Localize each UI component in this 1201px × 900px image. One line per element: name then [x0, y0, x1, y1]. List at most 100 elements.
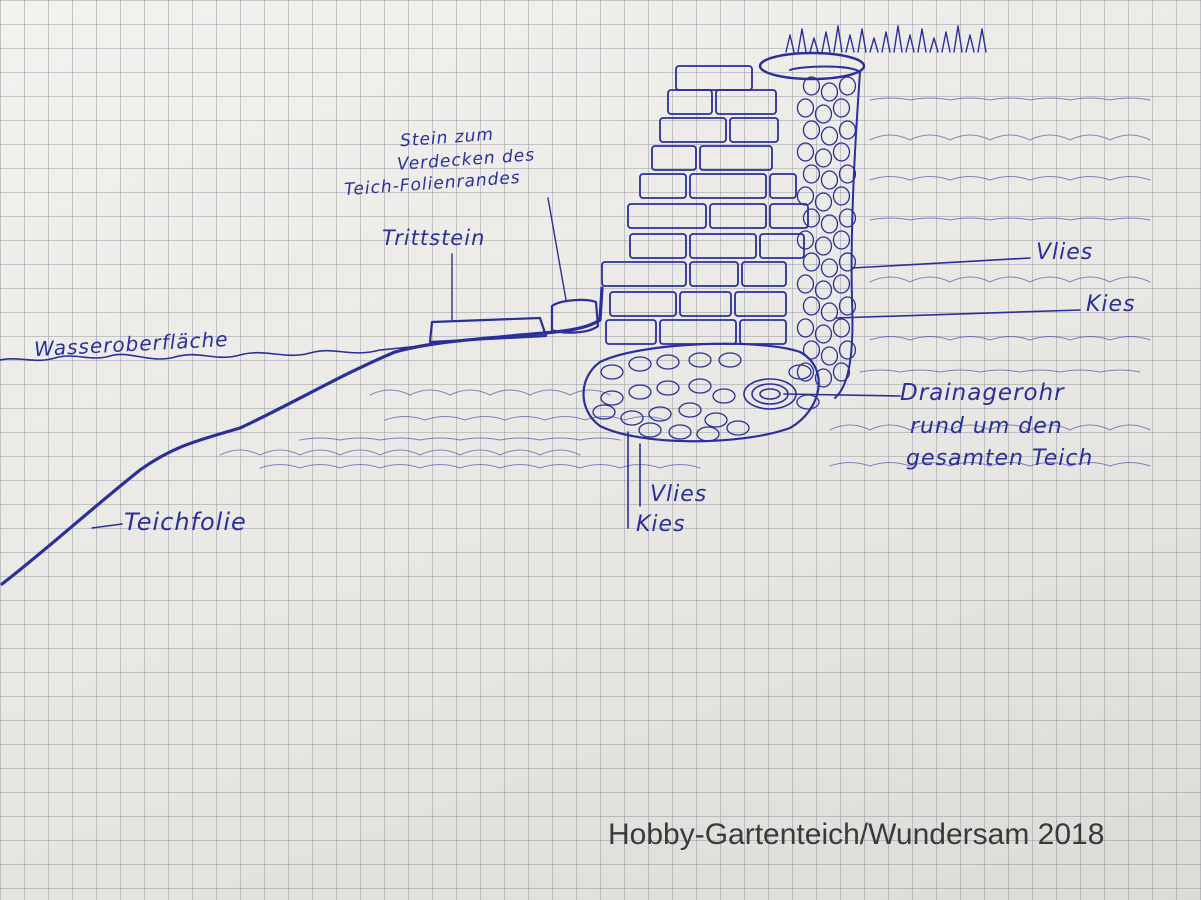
gravel-pebbles [796, 76, 857, 388]
pebble [796, 230, 815, 250]
wall-stone [689, 173, 767, 199]
pebble [796, 142, 815, 162]
grass-blade [917, 28, 927, 53]
grass-blade [881, 31, 891, 53]
hatch-stroke [259, 464, 701, 469]
pebble [814, 236, 833, 256]
pebble [832, 230, 851, 250]
pebble [838, 120, 857, 140]
pebble [832, 318, 851, 338]
wall-stone [675, 65, 753, 91]
grass-tuft [785, 25, 987, 53]
pebble [832, 274, 851, 294]
drainage-bed-pebbles [592, 352, 820, 442]
bed-pebble [620, 410, 644, 426]
bed-pebble [726, 420, 750, 436]
pond-liner [0, 286, 604, 586]
bed-pebble [788, 364, 812, 380]
wall-stone [769, 203, 809, 229]
hatch-stroke [384, 416, 666, 421]
grass-blade [953, 25, 963, 53]
wall-stone [709, 203, 767, 229]
pebble [802, 208, 821, 228]
hatch-stroke [869, 97, 1151, 101]
drainagerohr-leader [783, 393, 901, 397]
hatch-stroke [869, 176, 1151, 181]
grass-blade [809, 37, 819, 53]
hatch-stroke [869, 217, 1151, 221]
grass-blade [821, 31, 831, 53]
pebble [820, 126, 839, 146]
hatch-stroke [299, 437, 621, 441]
bed-pebble [592, 404, 616, 420]
pebble [838, 252, 857, 272]
wall-stone [659, 319, 737, 345]
bed-pebble [712, 388, 736, 404]
drainage-gravel-bed [582, 342, 820, 443]
wall-stone [689, 233, 757, 259]
grass-blade [857, 28, 867, 53]
wall-stone [605, 319, 657, 345]
pebble [838, 296, 857, 316]
bed-pebble [656, 354, 680, 370]
grass-blade [869, 37, 879, 53]
grass-blade [905, 34, 915, 53]
wall-stone [734, 291, 787, 317]
hatch-stroke [869, 134, 1151, 141]
hatch-stroke [829, 462, 1151, 467]
bed-pebble [628, 356, 652, 372]
pebble [838, 76, 857, 96]
bed-pebble [696, 426, 720, 442]
vlies-top-leader [851, 257, 1031, 269]
label-drainage-line-1: Drainagerohr [900, 380, 1065, 406]
label-drainage-line-2: rund um den [910, 414, 1063, 439]
pebble [802, 296, 821, 316]
wall-stone [601, 261, 687, 287]
bed-pebble [656, 380, 680, 396]
grass-blade [977, 28, 987, 53]
bed-pebble [796, 394, 820, 410]
label-vlies-top: Vlies [1036, 240, 1094, 265]
pebble [814, 280, 833, 300]
pebble [820, 346, 839, 366]
pebble [838, 164, 857, 184]
bed-pebble [678, 402, 702, 418]
wall-stone [639, 173, 687, 199]
pebble [832, 362, 851, 382]
pebble [838, 340, 857, 360]
wall-stone [689, 261, 739, 287]
pebble [820, 170, 839, 190]
grass-blade [929, 37, 939, 53]
pebble [802, 164, 821, 184]
pebble [802, 252, 821, 272]
label-drainage-line-3: gesamten Teich [906, 446, 1094, 471]
stone-wall [601, 65, 809, 345]
pebble [814, 324, 833, 344]
pebble [838, 208, 857, 228]
bed-pebble [688, 378, 712, 394]
grass-blade [785, 34, 795, 53]
pebble [802, 120, 821, 140]
wall-stone [629, 233, 687, 259]
pebble [814, 368, 833, 388]
pebble [832, 98, 851, 118]
wall-stone [667, 89, 713, 115]
wall-stone [699, 145, 773, 171]
grass-blade [845, 34, 855, 53]
wall-stone [729, 117, 779, 143]
top-stone [758, 51, 866, 81]
hatch-stroke [219, 449, 581, 456]
pebble [796, 186, 815, 206]
water-surface-line [0, 345, 421, 362]
wall-stone [659, 117, 727, 143]
pebble [796, 274, 815, 294]
grass-blade [797, 28, 807, 53]
pebble [832, 142, 851, 162]
wall-stone [739, 319, 787, 345]
bed-pebble [600, 364, 624, 380]
bed-pebble [704, 412, 728, 428]
bed-pebble [688, 352, 712, 368]
pebble [814, 148, 833, 168]
bed-pebble [668, 424, 692, 440]
